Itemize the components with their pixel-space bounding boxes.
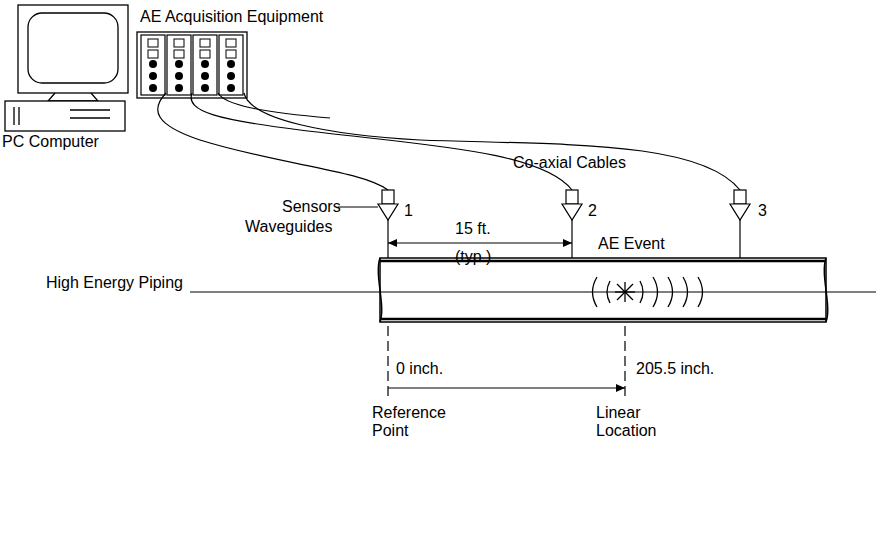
module bbox=[219, 35, 243, 95]
event-label: AE Event bbox=[598, 235, 665, 253]
module-connector bbox=[227, 84, 235, 92]
monitor bbox=[18, 5, 128, 93]
sensor bbox=[378, 190, 398, 258]
sensor-label: Sensors bbox=[282, 198, 341, 216]
module-indicator bbox=[226, 50, 236, 58]
dimension-label: 15 ft. bbox=[455, 220, 491, 238]
sensor bbox=[730, 190, 750, 258]
callout-number: 2 bbox=[588, 202, 597, 220]
module-indicator bbox=[226, 39, 236, 47]
module-indicator bbox=[174, 50, 184, 58]
location-line bbox=[624, 326, 625, 398]
computer-case bbox=[5, 101, 125, 131]
module-indicator bbox=[200, 50, 210, 58]
position-label: 205.5 inch. bbox=[636, 360, 714, 378]
callout-number: 3 bbox=[758, 202, 767, 220]
dimension-note: (typ.) bbox=[455, 248, 491, 266]
monitor-stand bbox=[48, 93, 98, 101]
module-connector bbox=[175, 60, 183, 68]
leader-line bbox=[338, 206, 378, 207]
module bbox=[141, 35, 165, 95]
callout-number: 1 bbox=[404, 202, 413, 220]
piping-label: High Energy Piping bbox=[46, 274, 183, 292]
coax-cable bbox=[158, 93, 388, 190]
location-label: Linear Location bbox=[596, 404, 676, 440]
coax-cable bbox=[191, 93, 572, 190]
position-label: 0 inch. bbox=[396, 360, 443, 378]
module-indicator bbox=[148, 50, 158, 58]
module-connector bbox=[227, 72, 235, 80]
dimension-line bbox=[388, 242, 572, 243]
dimension-line bbox=[388, 387, 625, 388]
cable-label: Co-axial Cables bbox=[513, 154, 626, 172]
module-connector bbox=[201, 72, 209, 80]
coax-cable bbox=[218, 93, 330, 118]
module bbox=[193, 35, 217, 95]
module-connector bbox=[149, 72, 157, 80]
monitor-screen bbox=[28, 13, 118, 83]
module-connector bbox=[201, 60, 209, 68]
reference-label: Reference Point bbox=[372, 404, 452, 440]
equipment-label: AE Acquisition Equipment bbox=[140, 8, 323, 26]
module-connector bbox=[175, 72, 183, 80]
module bbox=[167, 35, 191, 95]
reference-line bbox=[387, 326, 388, 398]
module-connector bbox=[227, 60, 235, 68]
module-indicator bbox=[200, 39, 210, 47]
pipe bbox=[380, 258, 826, 322]
acquisition-chassis bbox=[137, 32, 247, 98]
module-connector bbox=[149, 60, 157, 68]
coax-cable bbox=[244, 93, 740, 190]
acquisition-modules bbox=[141, 35, 243, 95]
module-connector bbox=[175, 84, 183, 92]
pipe-centerline bbox=[190, 291, 876, 292]
module-connector bbox=[149, 84, 157, 92]
sensor bbox=[562, 190, 582, 258]
waveguide-label: Waveguides bbox=[243, 218, 334, 236]
module-connector bbox=[201, 84, 209, 92]
module-indicator bbox=[148, 39, 158, 47]
ae-event-waves bbox=[593, 277, 703, 307]
module-indicator bbox=[174, 39, 184, 47]
computer-label: PC Computer bbox=[2, 133, 99, 151]
